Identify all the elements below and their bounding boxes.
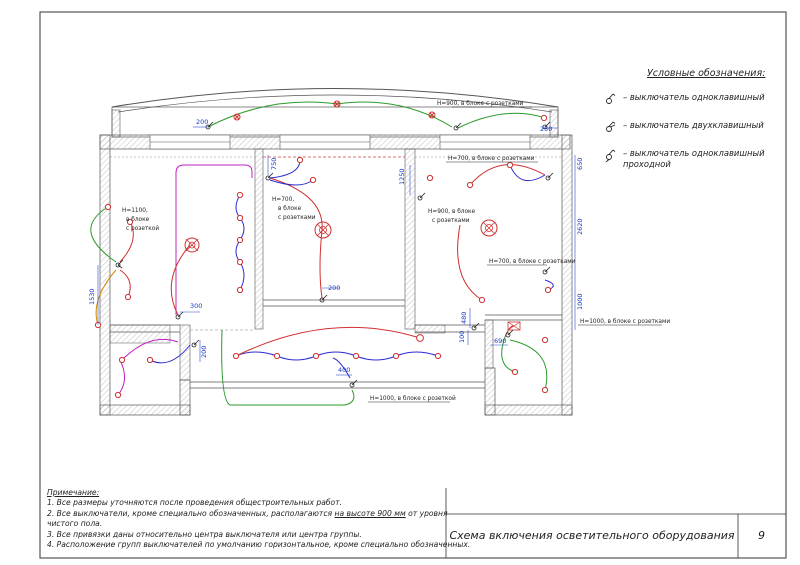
switch-icon [417, 192, 426, 201]
svg-text:400: 400 [338, 366, 350, 374]
svg-text:с розетками: с розетками [432, 218, 470, 224]
svg-text:H=700,: H=700, [272, 197, 294, 203]
switch-icon [115, 259, 124, 269]
sheet-number: 9 [758, 528, 765, 542]
switch-icon [471, 322, 480, 331]
wall-left [99, 134, 111, 416]
svg-text:1000: 1000 [576, 293, 584, 310]
wall-bottom-right [484, 404, 573, 416]
balcony-outline [111, 88, 559, 108]
drawing-title: Схема включения осветительного оборудова… [449, 528, 735, 542]
svg-text:300: 300 [190, 302, 202, 310]
legend-item-label: – выключатель одноклавишный [623, 92, 765, 102]
floor-plan [99, 88, 573, 416]
light-fixtures [94, 100, 552, 399]
passthrough-switch-icon [605, 149, 616, 162]
legend-title: Условные обозначения: [647, 68, 766, 79]
legend-item-label: – выключатель двухклавишный [623, 120, 764, 130]
switch-icon [175, 311, 184, 320]
dimension-labels: 200 250 750 1250 650 2620 1000 1530 300 … [88, 118, 584, 374]
legend-item-double-switch: – выключатель двухклавишный [605, 120, 764, 134]
switch-icon [542, 266, 551, 275]
switch-icon [453, 122, 462, 131]
svg-text:1530: 1530 [88, 288, 96, 305]
switch-icon [265, 172, 274, 181]
partition-1 [254, 148, 264, 330]
svg-text:750: 750 [270, 158, 278, 170]
svg-text:1250: 1250 [398, 168, 406, 185]
note-line: 4. Расположение групп выключателей по ум… [47, 540, 471, 550]
switches [115, 121, 554, 388]
legend-item-single-switch: – выключатель одноклавишный [605, 92, 765, 106]
note-line: 2. Все выключатели, кроме специально обо… [47, 508, 448, 518]
chandelier-icon [184, 237, 200, 253]
svg-text:100: 100 [458, 331, 466, 343]
switch-icon [542, 121, 551, 130]
single-switch-icon [606, 93, 616, 104]
chandelier-icon [314, 221, 332, 239]
note-line: 3. Все привязки даны относительно центра… [47, 529, 362, 539]
svg-text:650: 650 [576, 158, 584, 170]
svg-text:H=1100,: H=1100, [122, 208, 148, 214]
note-line: 1. Все размеры уточняются после проведен… [47, 498, 343, 508]
svg-text:200: 200 [196, 118, 208, 126]
balcony-inner [117, 94, 553, 113]
svg-text:в блоке: в блоке [278, 206, 302, 212]
notes-block: Примечание: 1. Все размеры уточняются по… [47, 488, 471, 550]
svg-text:200: 200 [328, 284, 340, 292]
switch-icon [319, 294, 328, 303]
note-line: чистого пола. [47, 519, 103, 529]
svg-text:H=700, в блоке с розетками: H=700, в блоке с розетками [448, 156, 535, 162]
switch-icon [191, 339, 200, 348]
svg-text:H=1000, в блоке с розеткой: H=1000, в блоке с розеткой [370, 395, 456, 402]
balcony-slab [111, 106, 559, 138]
svg-text:H=900, в блоке: H=900, в блоке [428, 209, 476, 215]
dimension-lines [97, 126, 576, 376]
partition-2 [404, 148, 416, 330]
wall-bottom-left [99, 404, 191, 416]
switch-icon [545, 172, 554, 181]
svg-text:с розеткой: с розеткой [126, 225, 159, 232]
switch-icon [349, 379, 358, 388]
svg-text:H=700, в блоке с розетками: H=700, в блоке с розетками [489, 259, 576, 265]
svg-text:H=1000, в блоке с розетками: H=1000, в блоке с розетками [580, 319, 670, 325]
svg-text:H=900, в блоке с розетками: H=900, в блоке с розетками [437, 101, 524, 107]
wall-right [561, 134, 573, 416]
svg-text:690: 690 [494, 337, 506, 345]
sheet-frame [39, 11, 787, 559]
svg-text:250: 250 [540, 125, 552, 133]
svg-text:в блоке: в блоке [126, 217, 150, 223]
annotations: H=900, в блоке с розетками H=1100, в бло… [122, 101, 670, 403]
svg-text:с розетками: с розетками [278, 215, 316, 221]
switch-icon [505, 329, 514, 338]
notes-title: Примечание: [47, 488, 100, 497]
svg-text:200: 200 [200, 346, 208, 358]
chandelier-icon [480, 219, 498, 237]
svg-text:2620: 2620 [576, 218, 584, 235]
double-switch-icon [606, 121, 616, 132]
fan-icon [507, 321, 521, 331]
svg-text:480: 480 [460, 312, 468, 324]
